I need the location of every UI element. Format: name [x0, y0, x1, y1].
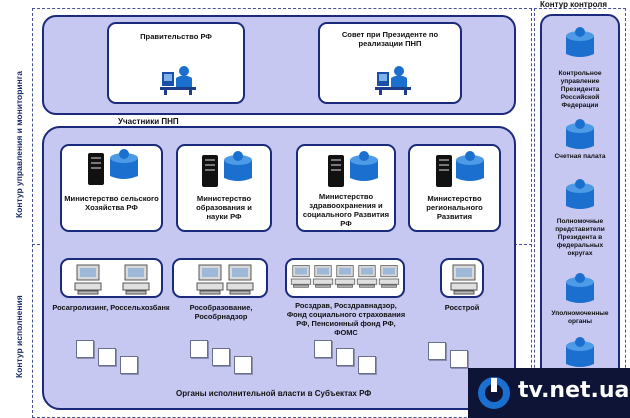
- control-contour-label: Контур контроля: [540, 0, 608, 9]
- agency-group-agriculture[interactable]: [60, 258, 163, 298]
- council-label: Совет при Президенте по реализации ПНП: [341, 30, 439, 48]
- desktop-computer-icon: [290, 265, 312, 288]
- document-square-icon: [98, 348, 116, 366]
- document-square-icon: [190, 340, 208, 358]
- database-cylinder-icon: [566, 337, 594, 367]
- desktop-computer-icon: [122, 264, 150, 295]
- agency-group-health[interactable]: [285, 258, 405, 298]
- database-cylinder-icon: [224, 151, 252, 181]
- ministry-agriculture-card[interactable]: Министерство сельского Хозяйства РФ: [60, 144, 163, 232]
- agency-group-education[interactable]: [172, 258, 268, 298]
- agency-group-construction-label: Росстрой: [444, 303, 480, 312]
- desktop-computer-icon: [312, 265, 334, 288]
- desktop-computer-icon: [334, 265, 356, 288]
- server-tower-icon: [88, 153, 104, 185]
- server-tower-icon: [436, 155, 452, 187]
- document-square-icon: [76, 340, 94, 358]
- watermark-text: tv.net.ua: [518, 378, 630, 403]
- document-square-icon: [428, 342, 446, 360]
- document-square-icon: [450, 350, 468, 368]
- watermark-logo-icon: [478, 377, 510, 409]
- document-square-icon: [336, 348, 354, 366]
- regional-bodies-label: Органы исполнительной власти в Субъектах…: [176, 389, 372, 398]
- ministry-health-label: Министерство здравоохранения и социально…: [302, 192, 390, 228]
- document-square-icon: [212, 348, 230, 366]
- ministry-health-card[interactable]: Министерство здравоохранения и социально…: [296, 144, 396, 232]
- agency-group-education-label: Рособразование, Рособрнадзор: [189, 303, 253, 321]
- participants-title: Участники ПНП: [118, 117, 179, 126]
- government-label: Правительство РФ: [140, 32, 212, 41]
- database-cylinder-icon: [456, 151, 484, 181]
- document-square-icon: [358, 356, 376, 374]
- person-at-desk-icon: [375, 66, 411, 95]
- agency-group-construction[interactable]: [440, 258, 484, 298]
- ministry-education-label: Министерство образования и науки РФ: [196, 194, 252, 221]
- control-item-presidential-office: Контрольное управление Президента Россий…: [558, 70, 602, 109]
- server-tower-icon: [328, 155, 344, 187]
- control-item-accounts-chamber: Счетная палата: [554, 153, 606, 160]
- desktop-computer-icon: [74, 264, 102, 295]
- database-cylinder-icon: [110, 149, 138, 179]
- watermark-overlay: tv.net.ua: [468, 368, 630, 418]
- document-square-icon: [234, 356, 252, 374]
- desktop-computer-icon: [356, 265, 378, 288]
- document-square-icon: [314, 340, 332, 358]
- control-item-plenipotentiaries: Полномочные представители Президента в ф…: [555, 218, 605, 257]
- desktop-computer-icon: [196, 264, 224, 295]
- agency-group-agriculture-label: Росагролизинг, Россельхозбанк: [52, 303, 170, 312]
- government-card[interactable]: Правительство РФ: [107, 22, 245, 104]
- control-item-authorized-bodies: Уполномоченные органы: [551, 310, 609, 325]
- database-cylinder-icon: [350, 151, 378, 181]
- database-cylinder-icon: [566, 27, 594, 57]
- council-card[interactable]: Совет при Президенте по реализации ПНП: [318, 22, 462, 104]
- desktop-computer-icon: [378, 265, 400, 288]
- ministry-regional-label: Министерство регионального Развития: [426, 194, 483, 221]
- monitoring-contour-label: Контур управления и мониторинга: [14, 70, 24, 218]
- database-cylinder-icon: [566, 273, 594, 303]
- desktop-computer-icon: [226, 264, 254, 295]
- ministry-agriculture-label: Министерство сельского Хозяйства РФ: [64, 194, 159, 212]
- person-at-desk-icon: [160, 66, 196, 95]
- desktop-computer-icon: [450, 264, 478, 295]
- database-cylinder-icon: [566, 179, 594, 209]
- agency-group-health-label: Росздрав, Росздравнадзор, Фонд социально…: [286, 301, 406, 337]
- document-square-icon: [120, 356, 138, 374]
- server-tower-icon: [202, 155, 218, 187]
- database-cylinder-icon: [566, 119, 594, 149]
- ministry-education-card[interactable]: Министерство образования и науки РФ: [176, 144, 272, 232]
- ministry-regional-card[interactable]: Министерство регионального Развития: [408, 144, 501, 232]
- execution-contour-label: Контур исполнения: [14, 295, 24, 378]
